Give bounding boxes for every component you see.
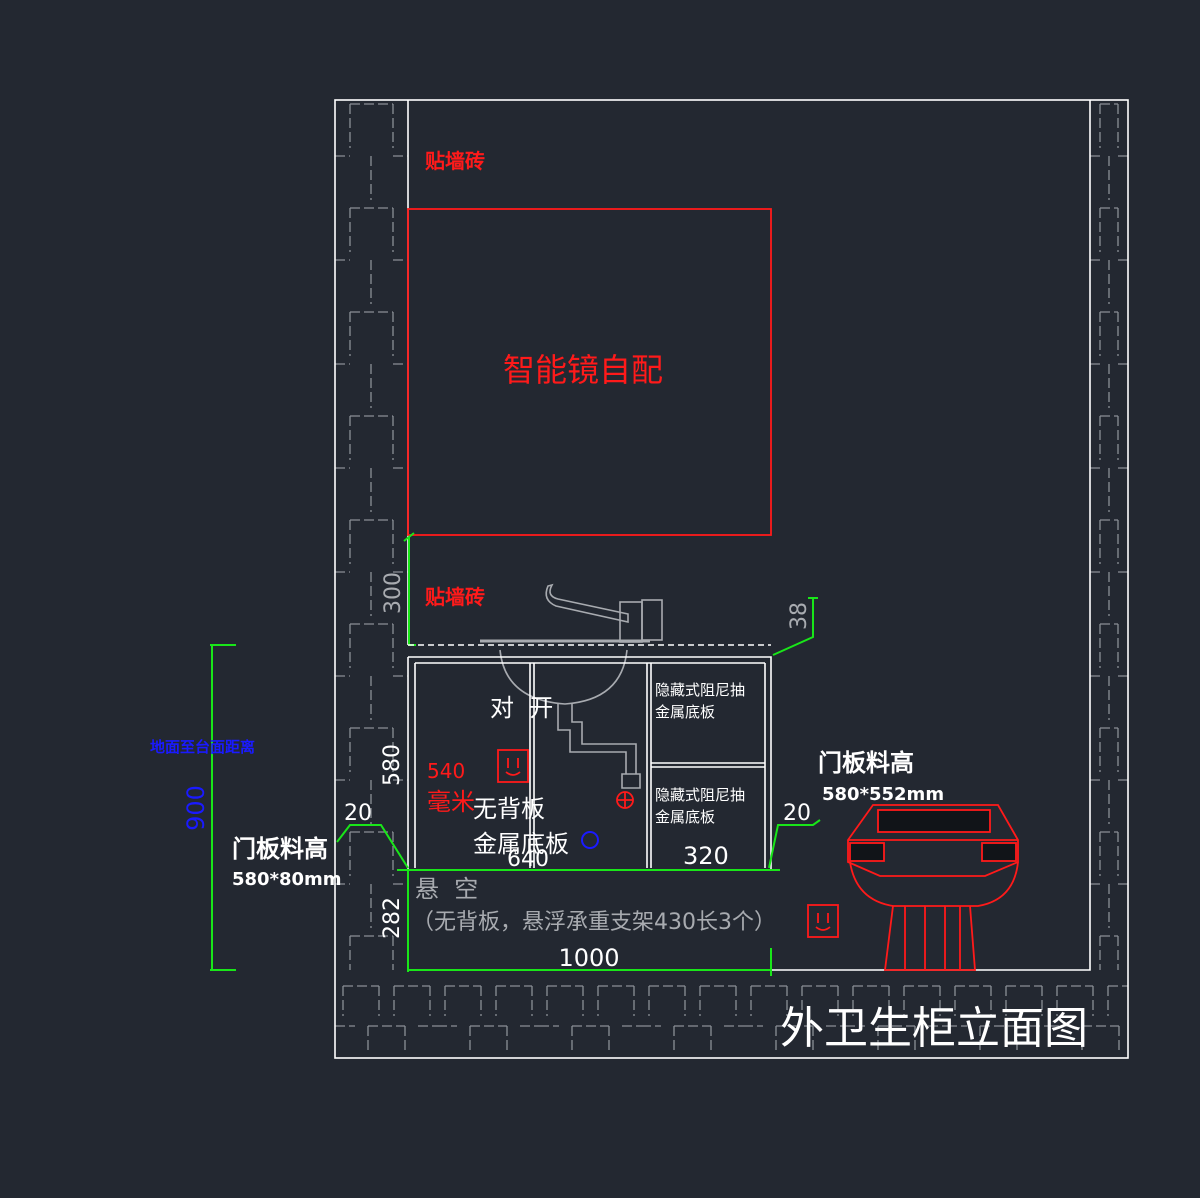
- suspended-label: 悬 空: [415, 875, 478, 903]
- left-gap-leader: [336, 824, 409, 869]
- no-back-panel-label: 无背板: [473, 795, 545, 823]
- sink-basin: [499, 649, 628, 705]
- depth-unit: 毫米: [427, 788, 475, 816]
- cabinet-divider-right: [646, 663, 652, 868]
- right-door-height-label: 门板料高: [818, 749, 914, 777]
- vanity-cabinet: [407, 656, 772, 870]
- wall-tile-label-lower: 贴墙砖: [425, 585, 485, 609]
- depth-value: 540: [427, 759, 465, 783]
- cabinet-width-dimension: 1000: [558, 944, 619, 972]
- faucet-icon: [480, 583, 663, 643]
- socket-icon: [497, 749, 529, 783]
- floor-brick-band: [335, 970, 1128, 1058]
- left-gap-dimension: 20: [344, 801, 372, 826]
- mirror-label: 智能镜自配: [503, 351, 663, 389]
- drain-icon: [581, 831, 599, 849]
- drawer-divider: [651, 762, 765, 768]
- right-brick-wall: [1090, 100, 1128, 970]
- right-gap-leader: [768, 819, 821, 869]
- drawing-title: 外卫生柜立面图: [780, 1003, 1088, 1054]
- left-brick-wall: [335, 100, 408, 970]
- cabinet-width-dimension-line: [408, 948, 772, 976]
- counter-thickness-dimension: 38: [787, 602, 812, 630]
- right-section-width: 320: [683, 842, 729, 870]
- drawer-lower-line1: 隐藏式阻尼抽: [655, 786, 745, 804]
- left-door-size: 580*80mm: [232, 869, 342, 890]
- suspended-height-dimension: 282: [380, 897, 405, 939]
- left-section-width: 640: [507, 847, 549, 872]
- water-valve-icon: [616, 791, 634, 809]
- metal-bottom-label: 金属底板: [473, 830, 569, 858]
- drawer-upper-line2: 金属底板: [655, 703, 715, 721]
- smart-mirror: [407, 208, 772, 536]
- outer-wall-frame: [334, 99, 1129, 1059]
- toilet-icon: [847, 804, 1019, 971]
- left-door-height-label: 门板料高: [232, 835, 328, 863]
- socket-icon: [807, 904, 839, 938]
- floor-to-counter-label: 地面至台面距离: [150, 738, 255, 756]
- right-door-size: 580*552mm: [822, 784, 944, 805]
- counter-thickness-dimension-line: [772, 597, 818, 656]
- double-door-label: 对 开: [490, 694, 553, 722]
- wall-tile-label-upper: 贴墙砖: [425, 149, 485, 173]
- right-gap-dimension: 20: [783, 801, 811, 826]
- mirror-to-counter-dimension: 300: [381, 572, 406, 614]
- drawer-lower-line2: 金属底板: [655, 808, 715, 826]
- floor-to-counter-dimension-line: [210, 644, 236, 971]
- drain-pipe: [557, 704, 641, 789]
- suspended-note: （无背板，悬浮承重支架430长3个）: [412, 910, 776, 935]
- cabinet-divider-left: [529, 663, 535, 868]
- cabinet-height-dimension: 580: [380, 744, 405, 786]
- drawer-upper-line1: 隐藏式阻尼抽: [655, 681, 745, 699]
- floor-to-counter-dimension: 900: [182, 785, 210, 831]
